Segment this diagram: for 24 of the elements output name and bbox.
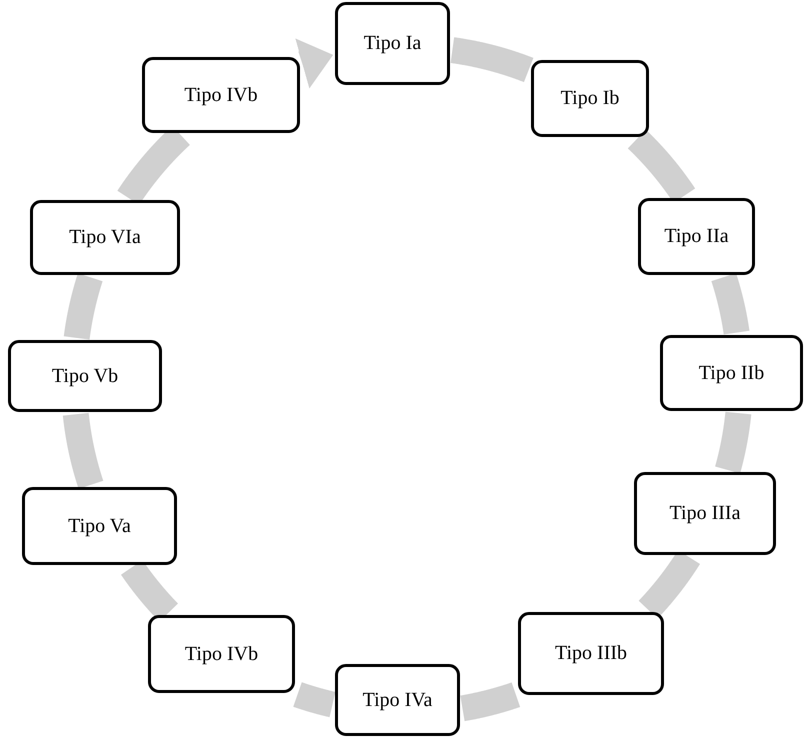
type-label: Tipo VIa — [69, 226, 141, 249]
type-label: Tipo Vb — [52, 364, 118, 388]
type-box — [22, 487, 177, 565]
type-box — [335, 2, 450, 85]
type-box — [335, 664, 460, 736]
type-label: Tipo IIIb — [554, 642, 628, 665]
type-box — [634, 472, 776, 555]
type-box — [142, 57, 300, 133]
type-box — [148, 615, 295, 693]
type-label: Tipo Ia — [364, 32, 422, 55]
type-label: Tipo IVb — [184, 84, 258, 106]
type-label: Tipo Va — [68, 514, 131, 538]
type-box — [638, 198, 755, 275]
type-label: Tipo Ib — [560, 87, 620, 110]
type-box — [531, 60, 649, 137]
type-label: Tipo IVa — [362, 688, 432, 712]
type-box — [518, 612, 664, 695]
type-box — [660, 335, 803, 411]
type-label: Tipo IIa — [664, 225, 729, 248]
type-box — [8, 340, 162, 412]
type-box — [30, 200, 180, 275]
type-label: Tipo IIIa — [670, 502, 740, 525]
type-label: Tipo IIb — [698, 362, 764, 384]
type-label: Tipo IVb — [184, 642, 258, 666]
